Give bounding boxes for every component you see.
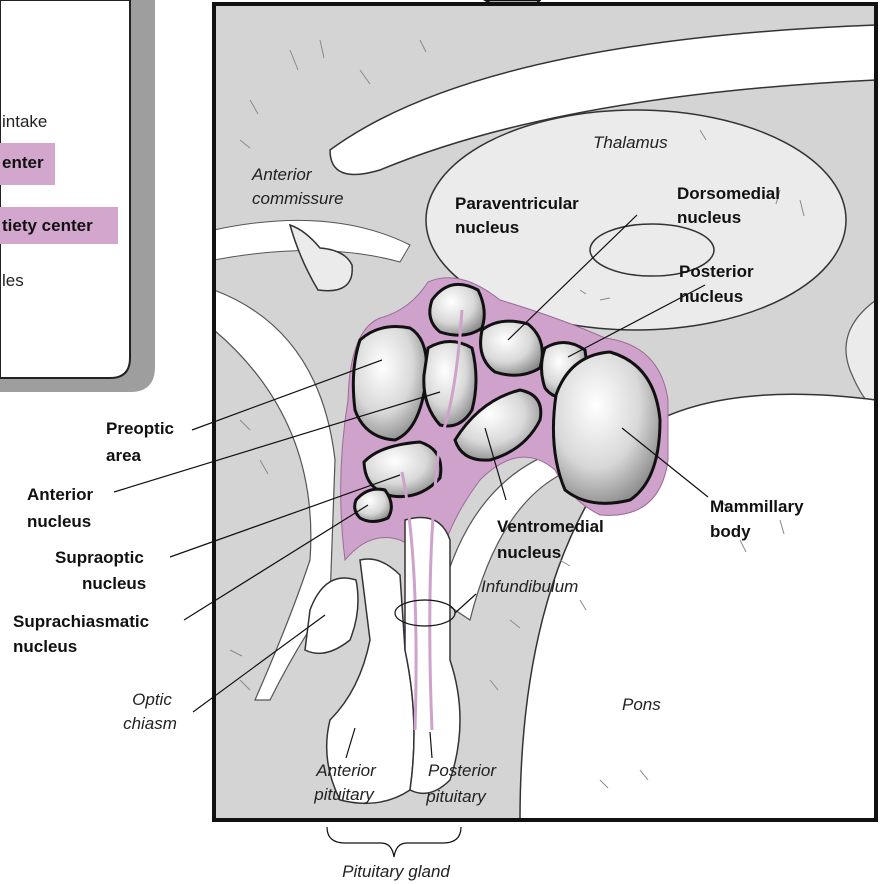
- mammillary-label-line2: body: [710, 522, 751, 541]
- paraventricular-label-line1: Paraventricular: [455, 194, 579, 213]
- posterior-label-line2: nucleus: [679, 287, 743, 306]
- optic-chiasm-label-line1: Optic: [132, 690, 172, 709]
- supraoptic-label-line2: nucleus: [82, 574, 146, 593]
- legend-les-text: les: [2, 271, 24, 290]
- suprachiasmatic-label-line1: Suprachiasmatic: [13, 612, 149, 631]
- infundibulum-label: Infundibulum: [481, 577, 578, 596]
- legend-hunger-center-text: enter: [2, 153, 44, 172]
- legend-intake-text: intake: [2, 112, 47, 131]
- pons-label: Pons: [622, 695, 661, 714]
- anterior-nucleus-label-line1: Anterior: [27, 485, 94, 504]
- posterior-pituitary-label-line2: pituitary: [425, 787, 487, 806]
- posterior-pituitary-label-line1: Posterior: [428, 761, 497, 780]
- preoptic-label-line1: Preoptic: [106, 419, 174, 438]
- anterior-nucleus-shape: [424, 342, 476, 427]
- legend-satiety-center-text: tiety center: [2, 216, 93, 235]
- optic-chiasm-label-line2: chiasm: [123, 714, 177, 733]
- paraventricular-nucleus-shape: [430, 284, 484, 335]
- supraoptic-label-line1: Supraoptic: [55, 548, 144, 567]
- ventromedial-label-line2: nucleus: [497, 543, 561, 562]
- mammillary-label-line1: Mammillary: [710, 497, 804, 516]
- pituitary-gland-label: Pituitary gland: [342, 862, 450, 881]
- dorsomedial-label-line2: nucleus: [677, 208, 741, 227]
- suprachiasmatic-label-line2: nucleus: [13, 637, 77, 656]
- anterior-commissure-label-line2: commissure: [252, 189, 344, 208]
- pituitary-gland-brace: [327, 827, 461, 857]
- dorsomedial-nucleus-shape: [481, 321, 543, 375]
- ventromedial-label-line1: Ventromedial: [497, 517, 604, 536]
- dorsomedial-label-line1: Dorsomedial: [677, 184, 780, 203]
- anterior-pituitary-label-line1: Anterior: [315, 761, 377, 780]
- paraventricular-label-line2: nucleus: [455, 218, 519, 237]
- anterior-nucleus-label-line2: nucleus: [27, 512, 91, 531]
- anterior-pituitary-label-line2: pituitary: [313, 785, 375, 804]
- anterior-commissure-label-line1: Anterior: [251, 165, 313, 184]
- legend-panel-body: [0, 0, 130, 378]
- legend-panel: intake enter tiety center les: [0, 0, 155, 392]
- brain-section: [214, 4, 876, 820]
- suprachiasmatic-nucleus-shape: [355, 489, 392, 521]
- preoptic-label-line2: area: [106, 446, 142, 465]
- thalamus-label: Thalamus: [593, 133, 668, 152]
- posterior-label-line1: Posterior: [679, 262, 754, 281]
- mammillary-body-shape: [553, 352, 660, 503]
